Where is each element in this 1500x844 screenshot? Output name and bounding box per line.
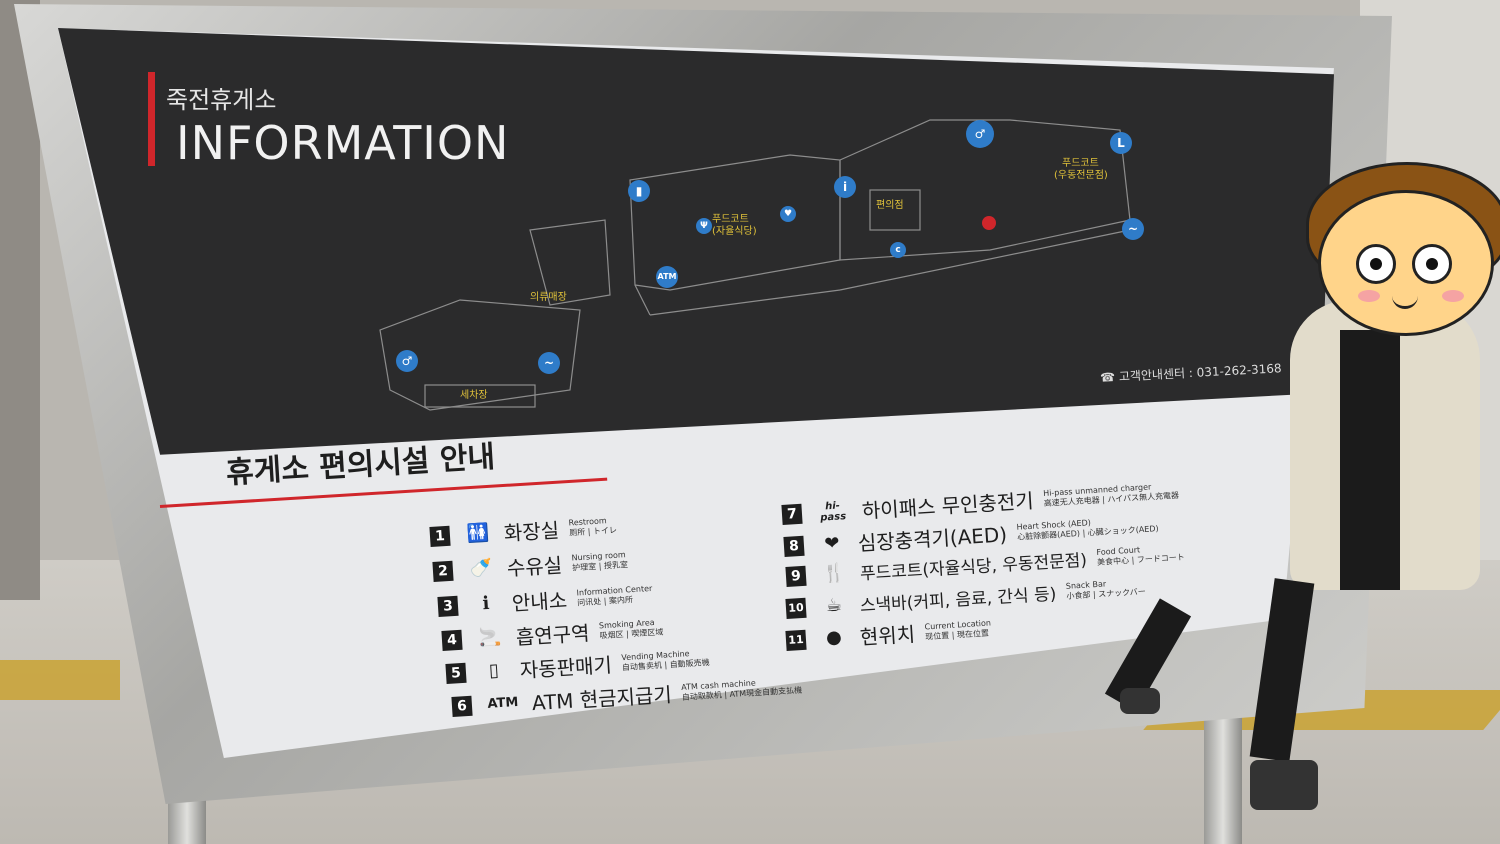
hipass-icon: hi-pass: [820, 499, 847, 524]
legend-label: 흡연구역: [515, 621, 591, 650]
heart-aed-icon: ❤: [823, 532, 841, 555]
cartoon-cheek: [1358, 290, 1380, 302]
fork-knife-icon: 🍴: [822, 562, 846, 585]
cartoon-mouth: [1392, 292, 1418, 309]
floor-plan-map: 의류매장 세차장 푸드코트 (자율식당) 편의점 푸드코트 (우동전문점) ♂ …: [370, 100, 1270, 430]
map-pin-info-icon: i: [834, 176, 856, 198]
map-pin-restroom-icon: ♂: [966, 120, 994, 148]
cartoon-face-sticker: [1318, 190, 1494, 336]
legend-number: 7: [781, 503, 803, 525]
legend-number: 11: [785, 629, 807, 651]
clothing-store: [529, 219, 611, 306]
map-label-foodcourt: 푸드코트: [712, 214, 749, 225]
map-label-carwash: 세차장: [460, 390, 488, 401]
person-shirt: [1340, 330, 1400, 590]
map-pin-food-icon: Ψ: [696, 218, 712, 234]
legend-label: 자동판매기: [519, 652, 613, 683]
map-pin-smoking-icon: ~: [1122, 218, 1144, 240]
map-label-convenience: 편의점: [876, 200, 904, 211]
map-label-clothing: 의류매장: [530, 292, 567, 303]
legend-number: 9: [785, 565, 807, 587]
legend-number: 10: [785, 597, 807, 619]
map-label-foodcourt-east: 푸드코트: [1062, 158, 1099, 169]
legend-number: 8: [783, 535, 805, 557]
smoking-icon: 🚬: [478, 626, 502, 649]
legend-number: 6: [451, 695, 473, 717]
map-label-foodcourt-sub: (자율식당): [712, 226, 757, 237]
floor-plan-svg: [379, 119, 1131, 411]
person-shoe: [1250, 760, 1318, 810]
info-icon: ℹ: [481, 592, 490, 615]
rest-area-name: 죽전휴게소: [166, 86, 277, 114]
building-east: [839, 119, 1131, 261]
information-title: INFORMATION: [176, 116, 510, 170]
map-pin-smoking-icon: ~: [538, 352, 560, 374]
map-pin-current-location-icon: [982, 216, 996, 230]
map-pin-vending-icon: L: [1110, 132, 1132, 154]
legend-number: 2: [432, 560, 454, 582]
legend-number: 4: [441, 629, 463, 651]
legend-label-sub: 厕所 | トイレ: [568, 525, 618, 537]
person-shoe: [1120, 688, 1160, 714]
map-label-foodcourt-east-sub: (우동전문점): [1054, 170, 1108, 181]
cartoon-eye: [1412, 244, 1452, 284]
coffee-cup-icon: ☕: [825, 594, 843, 617]
legend-label-sub: 护理室 | 授乳室: [571, 559, 629, 572]
title-accent-bar: [148, 72, 155, 166]
tactile-paving-left: [0, 660, 120, 700]
atm-icon: ATM: [487, 694, 519, 712]
legend-number: 3: [437, 595, 459, 617]
carwash-area: [424, 384, 536, 408]
legend-label: 안내소: [511, 588, 568, 616]
map-pin-atm-icon: ATM: [656, 266, 678, 288]
cartoon-cheek: [1442, 290, 1464, 302]
cartoon-eye: [1356, 244, 1396, 284]
legend-label: 현위치: [859, 622, 916, 650]
map-pin-aed-icon: ♥: [780, 206, 796, 222]
legend-label: 화장실: [503, 518, 560, 546]
map-pin-restroom-icon: ♂: [396, 350, 418, 372]
convenience-store: [869, 189, 921, 231]
map-pin-snack-icon: c: [890, 242, 906, 258]
vending-machine-icon: ▯: [488, 659, 500, 682]
legend-label: 수유실: [506, 553, 563, 581]
restroom-icon: 🚻: [466, 522, 490, 545]
map-panel: [58, 28, 1334, 455]
building-west: [379, 299, 581, 411]
legend-number: 5: [445, 662, 467, 684]
location-pin-icon: ●: [825, 626, 843, 649]
legend-number: 1: [429, 525, 451, 547]
map-pin-nursing-icon: ▮: [628, 180, 650, 202]
nursing-bottle-icon: 🍼: [469, 557, 493, 580]
